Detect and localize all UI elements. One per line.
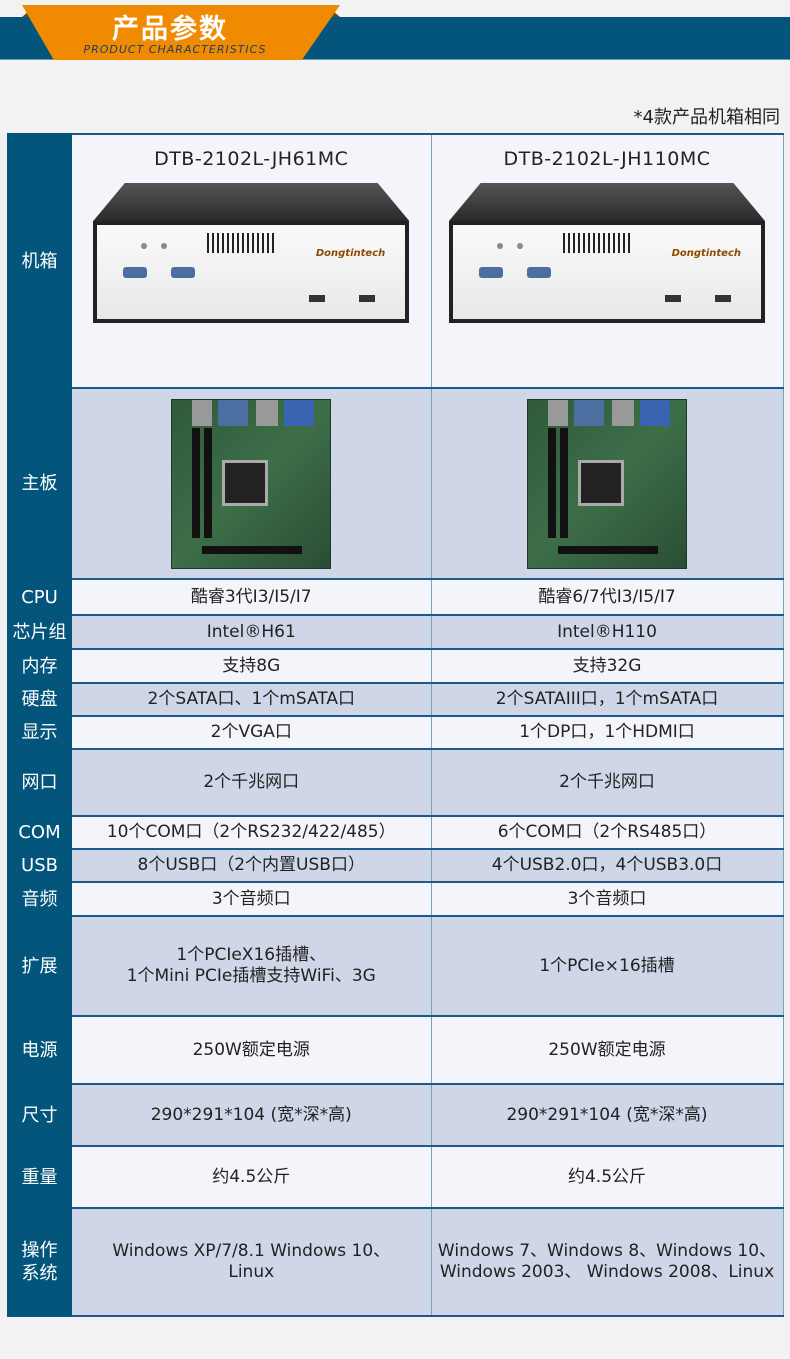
- row-label: USB: [7, 848, 72, 883]
- spec-value: 4个USB2.0口，4个USB3.0口: [430, 848, 784, 883]
- row-label: 扩展: [7, 915, 72, 1017]
- spec-value: 支持32G: [430, 648, 784, 684]
- chassis-front: Dongtintech: [93, 221, 410, 323]
- spec-value: 290*291*104 (宽*深*高): [70, 1083, 432, 1147]
- page-title: 产品参数: [112, 14, 228, 45]
- row-label: 内存: [7, 648, 72, 684]
- spec-value: 250W额定电源: [70, 1015, 432, 1085]
- cpu-socket: [578, 459, 624, 506]
- usb-port-icon: [309, 295, 326, 302]
- cpu-socket: [222, 459, 269, 506]
- row-label: 主板: [7, 387, 72, 580]
- mainboard-image: [171, 398, 332, 569]
- mainboard-cell: [430, 387, 784, 580]
- spec-value: 1个PCIeX16插槽、 1个Mini PCIe插槽支持WiFi、3G: [70, 915, 432, 1017]
- page-subtitle: PRODUCT CHARACTERISTICS: [83, 43, 267, 56]
- chassis-cell: DTB-2102L-JH110MC Dongtintech: [430, 133, 784, 389]
- spec-value: 290*291*104 (宽*深*高): [430, 1083, 784, 1147]
- com-port-icon: [527, 267, 551, 278]
- mainboard-cell: [70, 387, 432, 580]
- com-port-icon: [171, 267, 196, 278]
- spec-value: 10个COM口（2个RS232/422/485）: [70, 815, 432, 850]
- spec-value: 8个USB口（2个内置USB口）: [70, 848, 432, 883]
- spec-value: Windows 7、Windows 8、Windows 10、 Windows …: [430, 1207, 784, 1317]
- spec-value: 支持8G: [70, 648, 432, 684]
- spec-value: 250W额定电源: [430, 1015, 784, 1085]
- model-name: DTB-2102L-JH61MC: [154, 148, 349, 170]
- chassis-cell: DTB-2102L-JH61MC Dongtintech: [70, 133, 432, 389]
- spec-value: 3个音频口: [70, 881, 432, 917]
- spec-value: 约4.5公斤: [70, 1145, 432, 1209]
- row-label: 机箱: [7, 133, 72, 389]
- brand-logo: Dongtintech: [671, 248, 741, 259]
- spec-value: 6个COM口（2个RS485口）: [430, 815, 784, 850]
- spec-value: 3个音频口: [430, 881, 784, 917]
- model-name: DTB-2102L-JH110MC: [503, 148, 711, 170]
- row-label: 重量: [7, 1145, 72, 1209]
- spec-value: Windows XP/7/8.1 Windows 10、 Linux: [70, 1207, 432, 1317]
- mainboard-row: 主板: [7, 387, 784, 580]
- row-label: CPU: [7, 578, 72, 616]
- brand-logo: Dongtintech: [315, 248, 386, 259]
- spec-row: 重量约4.5公斤约4.5公斤: [7, 1145, 784, 1209]
- row-label: 尺寸: [7, 1083, 72, 1147]
- spec-value: 2个VGA口: [70, 715, 432, 750]
- vent-icon: [207, 233, 278, 253]
- chassis-image: Dongtintech: [93, 183, 410, 323]
- row-label: COM: [7, 815, 72, 850]
- spec-value: 酷睿6/7代I3/I5/I7: [430, 578, 784, 616]
- spec-value: 约4.5公斤: [430, 1145, 784, 1209]
- spec-value: 2个SATAIII口，1个mSATA口: [430, 682, 784, 717]
- row-label: 操作 系统: [7, 1207, 72, 1317]
- chassis-image: Dongtintech: [449, 183, 765, 323]
- chassis-note: *4款产品机箱相同: [633, 107, 780, 128]
- spec-value: Intel®H110: [430, 614, 784, 650]
- usb-port-icon: [715, 295, 731, 302]
- spec-value: Intel®H61: [70, 614, 432, 650]
- spec-value: 2个SATA口、1个mSATA口: [70, 682, 432, 717]
- mainboard-image: [527, 398, 687, 569]
- spec-value: 酷睿3代I3/I5/I7: [70, 578, 432, 616]
- row-label: 芯片组: [7, 614, 72, 650]
- spec-value: 1个PCIe×16插槽: [430, 915, 784, 1017]
- com-port-icon: [479, 267, 503, 278]
- chassis-front: Dongtintech: [449, 221, 765, 323]
- com-port-icon: [123, 267, 148, 278]
- row-label: 网口: [7, 748, 72, 817]
- spec-value: 2个千兆网口: [430, 748, 784, 817]
- row-label: 电源: [7, 1015, 72, 1085]
- row-label: 硬盘: [7, 682, 72, 717]
- usb-port-icon: [665, 295, 681, 302]
- chassis-top: [449, 183, 765, 221]
- row-label: 显示: [7, 715, 72, 750]
- chassis-row: 机箱 DTB-2102L-JH61MC Dongtintech DTB-2102…: [7, 133, 784, 389]
- spec-value: 1个DP口，1个HDMI口: [430, 715, 784, 750]
- chassis-top: [93, 183, 410, 221]
- header-tab: [22, 5, 340, 60]
- usb-port-icon: [359, 295, 376, 302]
- spec-table: 机箱 DTB-2102L-JH61MC Dongtintech DTB-2102…: [7, 133, 784, 1317]
- vent-icon: [563, 233, 633, 253]
- spec-value: 2个千兆网口: [70, 748, 432, 817]
- row-label: 音频: [7, 881, 72, 917]
